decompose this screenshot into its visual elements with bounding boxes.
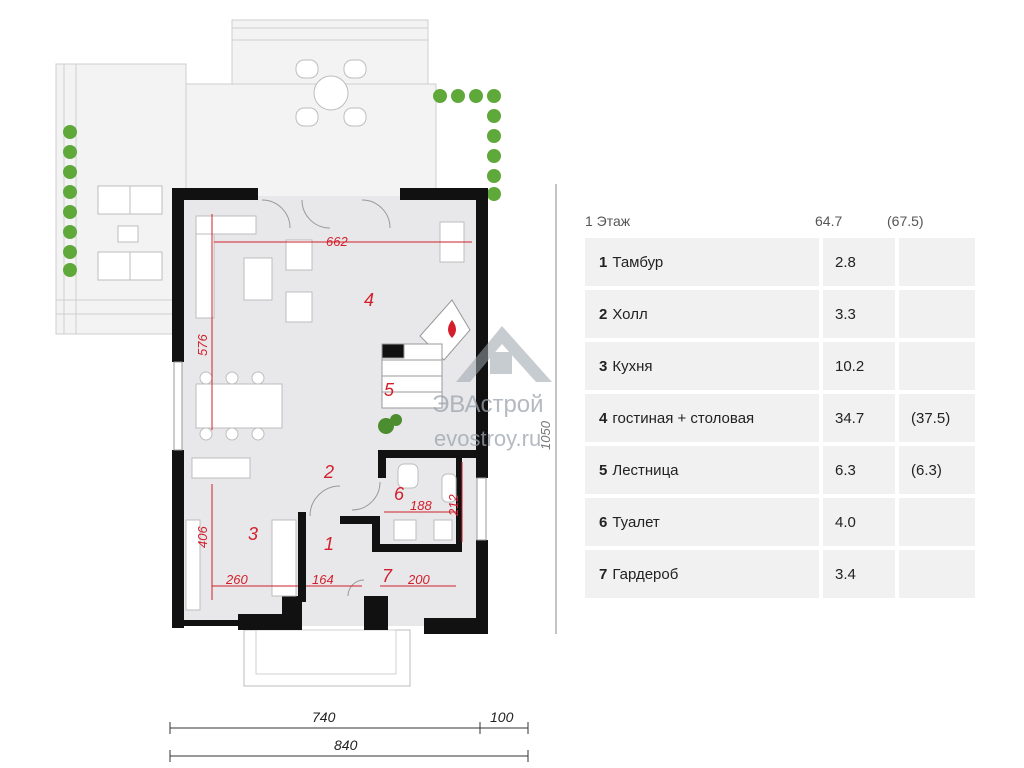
watermark-site: evostroy.ru (434, 426, 541, 451)
room-number: 1 (324, 534, 334, 554)
dim-label: 212 (446, 494, 461, 517)
room-name: Холл (612, 305, 648, 323)
dim-label: 662 (326, 234, 348, 249)
room-area: 34.7 (823, 394, 895, 442)
window (173, 361, 487, 541)
room-area: 2.8 (823, 238, 895, 286)
room-number: 4 (364, 290, 374, 310)
room-area: 6.3 (823, 446, 895, 494)
external-dimension-lines (169, 722, 529, 762)
room-num: 5 (599, 461, 608, 479)
dim-label: 200 (407, 572, 430, 587)
floor-plan: 662 576 406 260 164 200 188 212 1050 1 2… (55, 19, 557, 762)
dim-label: 576 (195, 334, 210, 356)
room-area-alt (899, 498, 975, 546)
terrace (55, 19, 437, 335)
room-area-alt (899, 290, 975, 338)
watermark-brand: ЭВАстрой (432, 391, 544, 418)
room-number: 6 (394, 484, 405, 504)
ext-dim-label: 100 (490, 709, 514, 725)
room-number: 2 (323, 462, 334, 482)
room-area-alt (899, 550, 975, 598)
room-name: Туалет (612, 513, 660, 531)
room-name: Кухня (612, 357, 653, 375)
exterior-walls (172, 188, 488, 634)
room-number: 5 (384, 380, 395, 400)
room-area: 3.3 (823, 290, 895, 338)
room-num: 7 (599, 565, 608, 583)
porch (243, 629, 411, 687)
room-name: Гардероб (612, 565, 679, 583)
floor-total-alt: (67.5) (887, 213, 924, 229)
room-area-alt (899, 238, 975, 286)
room-area-alt (899, 342, 975, 390)
ext-dim-label: 840 (334, 737, 358, 753)
room-num: 2 (599, 305, 608, 323)
floor-label: 1 Этаж (585, 213, 631, 229)
room-area: 10.2 (823, 342, 895, 390)
lounger-icon (97, 185, 163, 281)
room-area-alt: (37.5) (899, 394, 975, 442)
dim-label: 260 (225, 572, 248, 587)
table-header: 1 Этаж 64.7 (67.5) (585, 208, 977, 234)
furniture (185, 215, 465, 611)
dim-label: 1050 (538, 420, 553, 450)
room-number: 3 (248, 524, 258, 544)
room-num: 1 (599, 253, 608, 271)
door-swing (261, 199, 391, 597)
room-area: 3.4 (823, 550, 895, 598)
room-name: гостиная + столовая (612, 409, 755, 427)
round-table-icon (295, 59, 367, 127)
interior-walls (298, 450, 480, 602)
room-num: 6 (599, 513, 608, 531)
watermark-logo-icon (456, 326, 552, 382)
dim-label: 164 (312, 572, 334, 587)
room-name: Тамбур (612, 253, 664, 271)
plant-icon (378, 414, 402, 434)
dim-label: 188 (410, 498, 432, 513)
room-num: 3 (599, 357, 608, 375)
dim-label: 406 (195, 526, 210, 548)
room-area: 4.0 (823, 498, 895, 546)
room-number: 7 (382, 566, 393, 586)
room-name: Лестница (612, 461, 679, 479)
dimension-lines (211, 214, 472, 600)
room-area-alt: (6.3) (899, 446, 975, 494)
ext-dim-label: 740 (312, 709, 336, 725)
stairs (381, 343, 443, 409)
room-num: 4 (599, 409, 608, 427)
floor-total: 64.7 (815, 213, 843, 229)
plant-icon (63, 89, 501, 277)
